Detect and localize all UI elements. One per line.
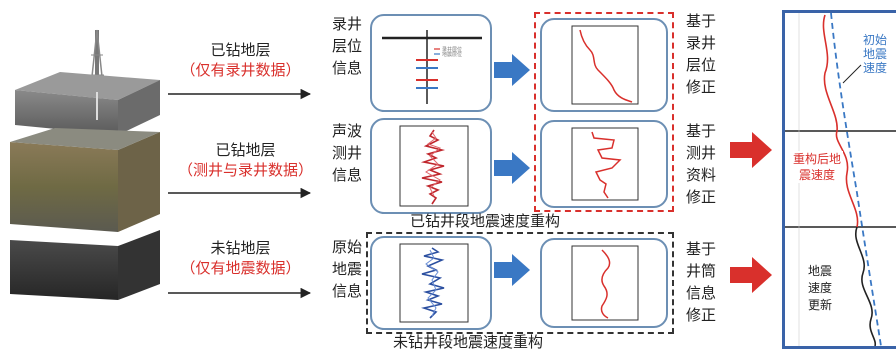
blue-arrow-2 — [494, 152, 530, 184]
result-velocity-panel: 初始地震速度 重构后地震速度 地震速度更新 — [782, 10, 896, 349]
panel-raw-seismic — [370, 236, 492, 330]
stratum-2-data-note: （测井与录井数据） — [177, 161, 313, 179]
strata-block-svg — [10, 29, 160, 300]
panel-corrected-sonic — [540, 120, 668, 208]
group-undrilled-reconstruction — [366, 232, 674, 334]
panel-sonic-log — [370, 118, 492, 214]
label-reconstructed-velocity: 重构后地震速度 — [791, 151, 843, 183]
caption-drilled-reconstruction: 已钻井段地震速度重构 — [410, 212, 561, 230]
stratum-label-1: 已钻地层 （仅有录井数据） — [168, 40, 313, 80]
legend-seismic-horizon: 地震层位 — [442, 52, 463, 58]
blue-arrow-3 — [494, 254, 530, 286]
panel-corrected-seismic — [540, 238, 668, 328]
stratum-label-3: 未钻地层 （仅有地震数据） — [168, 238, 313, 278]
correction-label-logging: 基于录井层位修正 — [685, 12, 716, 96]
group-drilled-reconstruction — [534, 12, 674, 212]
stratum-1-data-note: （仅有录井数据） — [180, 61, 301, 79]
info-label-raw-seismic: 原始地震信息 — [331, 238, 362, 300]
stratum-3-title: 未钻地层 — [210, 239, 271, 257]
horizon-plot — [382, 30, 482, 104]
stratum-1-title: 已钻地层 — [210, 41, 271, 59]
stratum-3-data-note: （仅有地震数据） — [180, 259, 301, 277]
correction-label-well-log: 基于测井资料修正 — [685, 122, 716, 206]
legend-logging-horizon: 录井层位 — [442, 47, 463, 53]
strata-block-illustration — [0, 0, 165, 345]
correction-label-wellbore: 基于井筒信息修正 — [685, 240, 716, 324]
raw-seismic-plot — [399, 243, 469, 323]
panel-corrected-horizon — [540, 18, 668, 112]
info-label-sonic-log: 声波测井信息 — [331, 122, 362, 184]
blue-arrow-1 — [494, 54, 530, 86]
corrected-seismic-plot — [571, 245, 639, 321]
label-velocity-update: 地震速度更新 — [807, 263, 833, 314]
corrected-sonic-plot — [571, 127, 639, 201]
sonic-log-plot — [399, 125, 469, 207]
caption-undrilled-reconstruction: 未钻井段地震速度重构 — [393, 333, 544, 351]
red-arrow-2 — [730, 257, 772, 293]
label-initial-velocity: 初始地震速度 — [863, 33, 896, 75]
corrected-horizon-plot — [571, 25, 639, 105]
info-label-logging-horizon: 录井层位信息 — [331, 15, 362, 77]
panel-logging-horizons: 录井层位 地震层位 — [370, 14, 492, 112]
stratum-label-2: 已钻地层 （测井与录井数据） — [168, 140, 323, 180]
stratum-2-title: 已钻地层 — [215, 141, 276, 159]
red-arrow-1 — [730, 132, 772, 168]
